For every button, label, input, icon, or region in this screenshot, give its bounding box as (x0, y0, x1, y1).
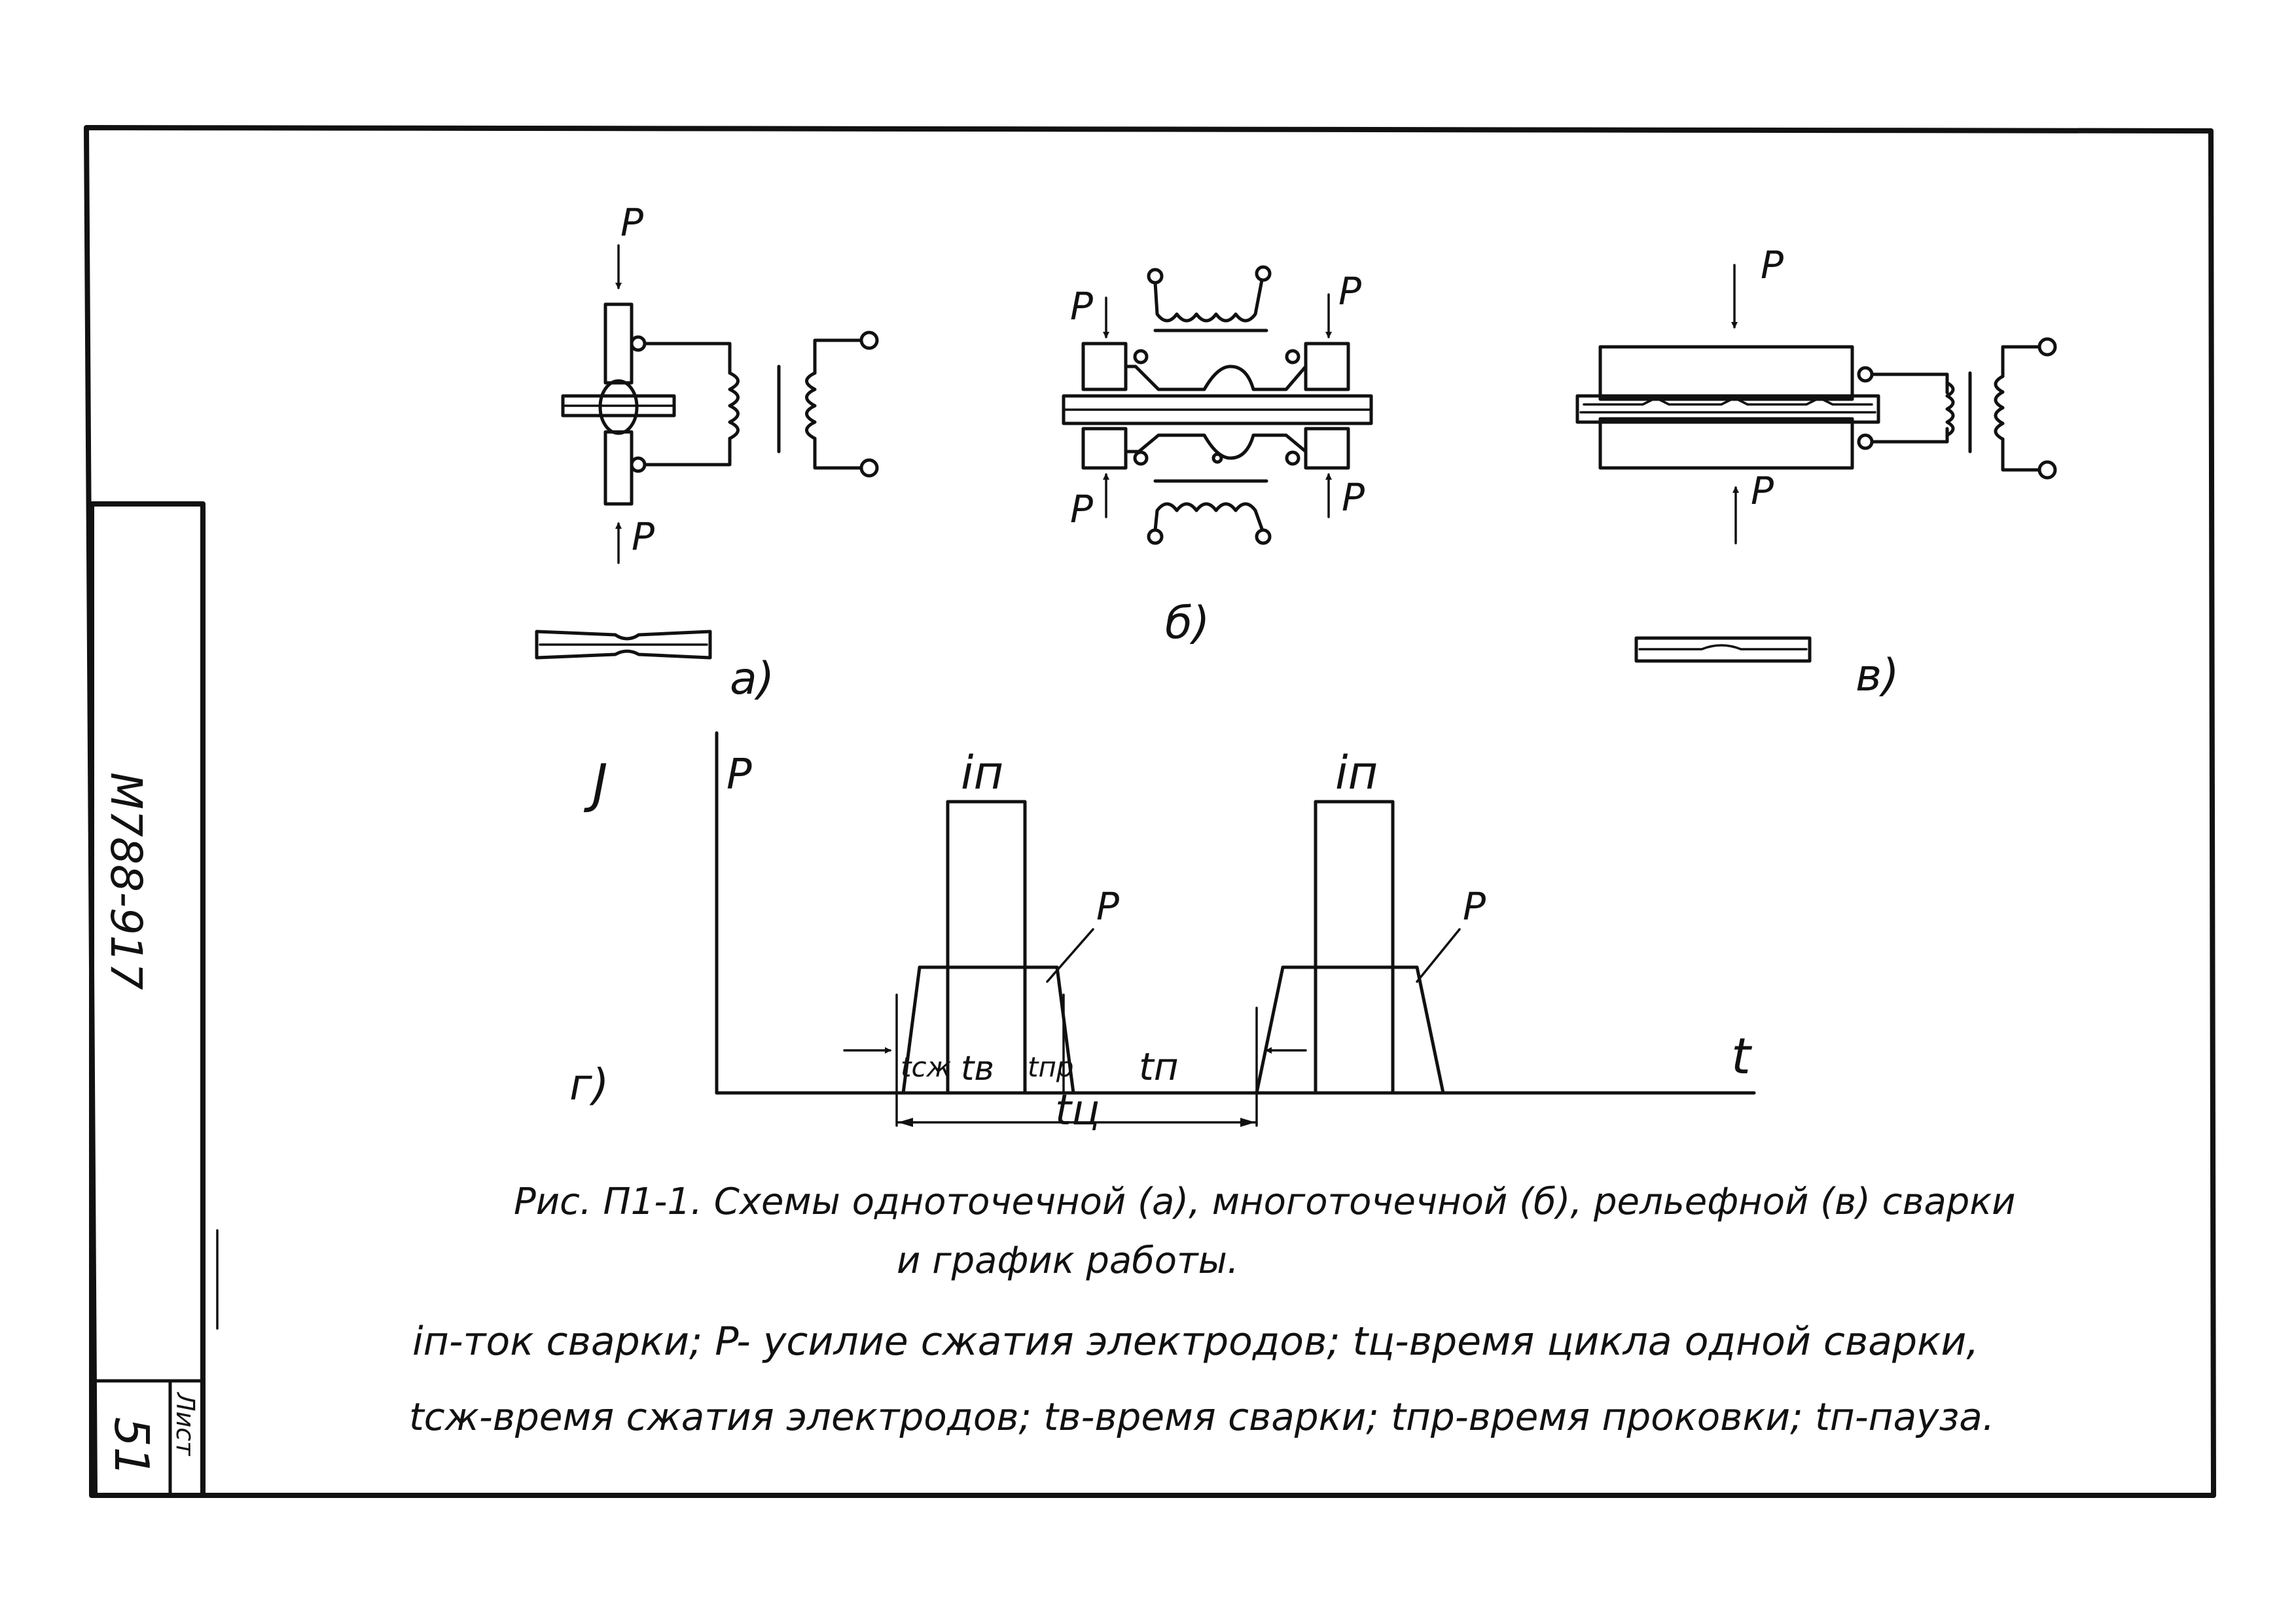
terminal-dot (1255, 528, 1272, 545)
variant-a-label: а) (730, 653, 774, 705)
pulse-label-2: iп (1335, 746, 1378, 800)
terminal-dot (1147, 268, 1164, 285)
force-curve-1 (901, 965, 1075, 1095)
current-pulse-1 (946, 800, 1027, 1095)
current-pulse-2 (1314, 800, 1395, 1095)
sheet-number: 51 (104, 1417, 159, 1477)
section-c (1634, 636, 1812, 663)
force-curve-label-2: P (1463, 884, 1486, 929)
t-forging: tпр (1028, 1051, 1074, 1083)
y-label-current: J (583, 753, 608, 814)
document-code: М788-917 (101, 772, 151, 990)
force-label: P (1070, 487, 1093, 531)
force-label-top: P (620, 200, 643, 245)
legend-line-2: tсж-время сжатия электродов; tв-время св… (409, 1395, 1994, 1439)
force-label: P (1070, 284, 1093, 329)
transformer-secondary (728, 371, 740, 440)
side-stamp: М788-917 Лист 51 (101, 772, 200, 1477)
legend: iп-ток сварки; P- усилие сжатия электрод… (409, 1319, 1994, 1439)
transformer-top (1153, 278, 1264, 323)
force-label-bottom: P (1751, 469, 1774, 513)
section-a (535, 630, 712, 660)
force-label: P (1338, 269, 1361, 313)
transformer-primary (805, 371, 817, 440)
terminal-dot (1147, 528, 1164, 545)
transformer-secondary (1945, 381, 1955, 437)
force-curve-label-1: P (1096, 884, 1119, 929)
sheet-frame (84, 125, 2216, 1498)
electrode-left-top (1081, 342, 1128, 391)
electrode-left-bottom (1081, 427, 1128, 470)
terminal-dot (1255, 265, 1272, 282)
x-label: t (1731, 1027, 1753, 1085)
supply-terminal (859, 330, 879, 350)
variant-d-label: г) (569, 1060, 609, 1110)
workpiece-sheets (1575, 394, 1880, 424)
scheme-b-multi-spot: P P P P б) (1062, 265, 1373, 649)
conductor-top (1124, 365, 1308, 391)
force-curve-2 (1255, 965, 1445, 1095)
force-label-top: P (1761, 243, 1784, 287)
legend-line-1: iп-ток сварки; P- усилие сжатия электрод… (412, 1319, 1979, 1364)
transformer-primary (1994, 374, 2005, 441)
variant-b-label: б) (1165, 597, 1210, 649)
lower-electrode (603, 430, 634, 506)
force-label-bottom: P (632, 514, 655, 559)
pulse-label-1: iп (961, 746, 1003, 800)
variant-c-label: в) (1856, 650, 1899, 702)
electrode-right-top (1304, 342, 1350, 391)
terminal-dot (630, 456, 647, 473)
sheet-label: Лист (171, 1391, 200, 1457)
force-label: P (1342, 475, 1365, 520)
t-compression: tсж (901, 1051, 952, 1083)
upper-electrode (603, 302, 634, 385)
caption-line-1: Рис. П1-1. Схемы одноточечной (а), много… (514, 1181, 2016, 1223)
electrode-right-bottom (1304, 427, 1350, 470)
conductor-bottom (1124, 433, 1308, 460)
scheme-a-single-spot: P P а) (535, 200, 879, 705)
caption-line-2: и график работы. (897, 1240, 1239, 1282)
projections (1583, 397, 1873, 406)
y-label-force: P (726, 751, 752, 799)
t-cycle: tц (1055, 1086, 1100, 1135)
transformer-bottom (1153, 502, 1264, 532)
upper-platen (1598, 345, 1854, 401)
terminal-dot (630, 335, 647, 352)
scheme-c-projection: P P в) (1575, 243, 2057, 702)
stamp-column-frame (89, 501, 206, 1498)
figure-caption: Рис. П1-1. Схемы одноточечной (а), много… (514, 1181, 2016, 1282)
t-pause: tп (1139, 1044, 1179, 1089)
lower-platen (1598, 417, 1854, 470)
supply-terminal (859, 458, 879, 478)
weld-nugget (598, 379, 639, 435)
t-weld: tв (961, 1049, 994, 1088)
timing-graph: J P t г) iп P tсж tв tпр tп iп P tц (569, 731, 1756, 1135)
